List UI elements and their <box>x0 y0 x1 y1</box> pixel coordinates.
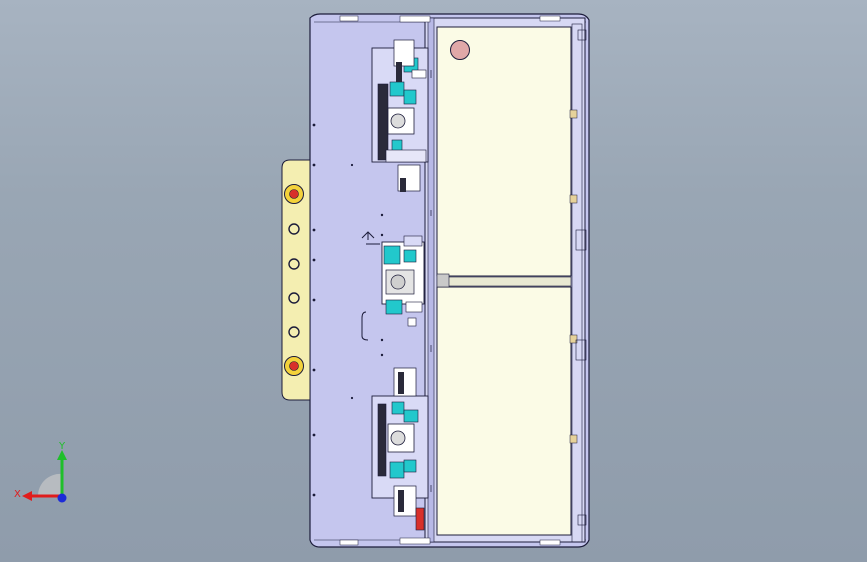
side-bracket <box>577 514 587 526</box>
button-panel <box>281 159 311 401</box>
top-bracket <box>539 15 561 22</box>
lower-mechanism[interactable] <box>371 367 429 531</box>
start-button-top[interactable] <box>284 184 304 204</box>
upper-door-panel[interactable] <box>436 26 572 277</box>
bottom-bracket <box>539 539 561 546</box>
side-bracket <box>575 339 587 361</box>
bottom-bracket <box>339 539 359 546</box>
middle-mechanism[interactable] <box>361 231 425 341</box>
bottom-bracket <box>399 537 431 545</box>
triad-plane <box>37 473 62 496</box>
top-bracket <box>399 15 431 23</box>
y-axis-arrowhead <box>57 450 67 460</box>
base-plate-bolts <box>312 123 384 497</box>
right-edge-rail <box>571 23 583 543</box>
pushbutton-3[interactable] <box>288 292 300 304</box>
x-axis-label: X <box>14 489 21 500</box>
start-button-bottom[interactable] <box>284 356 304 376</box>
lower-door-panel[interactable] <box>436 286 572 536</box>
side-clamp <box>569 434 578 444</box>
y-axis-label: Y <box>58 441 66 452</box>
emergency-stop-icon[interactable] <box>450 40 470 60</box>
side-clamp <box>569 194 578 204</box>
side-clamp <box>569 334 578 344</box>
door-latch <box>436 273 450 288</box>
top-bracket <box>339 15 359 22</box>
z-axis-dot <box>57 493 67 503</box>
door-divider <box>436 276 572 287</box>
pushbutton-1[interactable] <box>288 223 300 235</box>
x-axis-arrowhead <box>22 491 32 501</box>
pushbutton-2[interactable] <box>288 258 300 270</box>
orientation-triad[interactable]: Y X <box>10 440 80 510</box>
cabinet-hinge-rail <box>427 17 435 543</box>
pushbutton-4[interactable] <box>288 326 300 338</box>
upper-mechanism[interactable] <box>371 39 429 192</box>
side-bracket <box>575 229 587 251</box>
side-clamp <box>569 109 578 119</box>
side-bracket <box>577 29 587 41</box>
